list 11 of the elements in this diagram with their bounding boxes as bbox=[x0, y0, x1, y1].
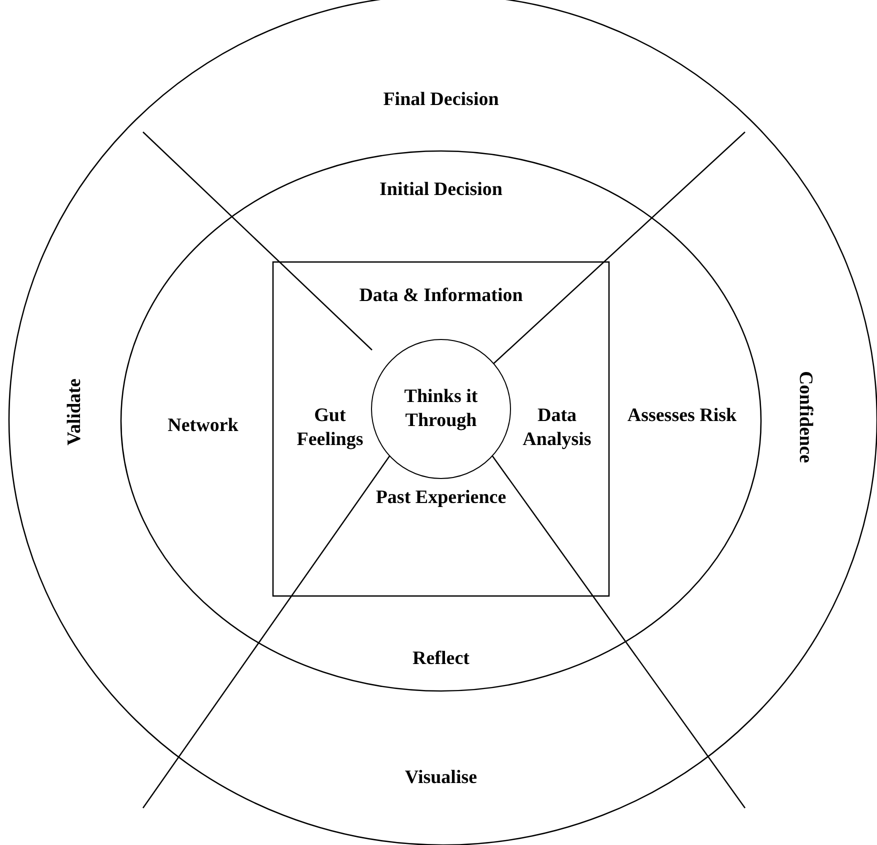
segment-label: Validate bbox=[63, 312, 87, 512]
segment-label: Assesses Risk bbox=[622, 404, 742, 428]
center-circle: Thinks it Through bbox=[371, 339, 511, 479]
segment-label: Initial Decision bbox=[321, 178, 561, 202]
segment-label: Past Experience bbox=[371, 486, 511, 510]
segment-label: Final Decision bbox=[341, 88, 541, 112]
segment-label: Network bbox=[143, 414, 263, 438]
segment-label: Reflect bbox=[361, 647, 521, 671]
segment-label: Data & Information bbox=[341, 284, 541, 308]
segment-label: Visualise bbox=[361, 766, 521, 790]
segment-label: Confidence bbox=[793, 317, 817, 517]
